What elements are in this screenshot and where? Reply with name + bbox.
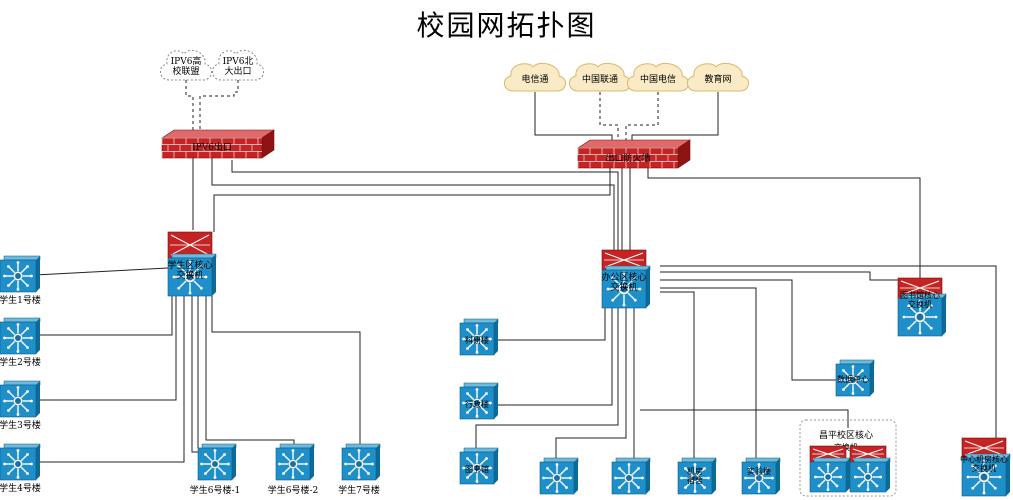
- office-core-switch[interactable]: [601, 249, 651, 309]
- center-core-switch[interactable]: [961, 437, 1011, 497]
- link-line: [494, 300, 606, 341]
- link-line: [640, 409, 849, 428]
- office-building-label-2: 行政楼: [465, 399, 489, 409]
- isp-cloud-2: 中国联通: [569, 62, 631, 92]
- link-line: [35, 296, 185, 463]
- office-building-switch-1[interactable]: [459, 318, 499, 356]
- changping-label: 昌平校区核心: [819, 429, 873, 441]
- student-building-label-2: 学生2号楼: [0, 356, 41, 368]
- office-bottom-switch-3[interactable]: [677, 457, 717, 495]
- link-line: [35, 296, 173, 336]
- student-core-switch[interactable]: [167, 231, 217, 297]
- student-core-switch-switch-body[interactable]: [167, 253, 217, 297]
- link-line: [660, 279, 838, 381]
- link-line: [191, 296, 212, 453]
- student-building-switch-1[interactable]: [0, 255, 41, 293]
- office-building-label-1: 科研楼: [465, 335, 489, 345]
- student-bottom-switch-1[interactable]: [197, 443, 237, 481]
- student-building-label-3: 学生3号楼: [0, 419, 41, 431]
- link-line: [205, 296, 295, 448]
- link-line: [35, 296, 177, 401]
- student-building-switch-2[interactable]: [0, 317, 41, 355]
- isp-cloud-4-label: 教育网: [704, 73, 731, 85]
- student-core-label: 学生区核心交换机: [167, 259, 212, 281]
- office-bottom-label-4: 实验楼: [747, 466, 771, 476]
- main-firewall[interactable]: [577, 139, 691, 169]
- link-line: [660, 287, 757, 462]
- changping-core-switch-2-switch-body[interactable]: [849, 457, 891, 493]
- ipv6-cloud-1-label: IPV6高校联盟: [171, 55, 202, 77]
- link-line: [199, 80, 239, 138]
- link-line: [494, 300, 613, 406]
- link-line: [213, 168, 611, 232]
- office-bottom-switch-2[interactable]: [611, 457, 651, 495]
- student-building-switch-3[interactable]: [0, 380, 41, 418]
- office-bottom-switch-1[interactable]: [539, 457, 579, 495]
- center-core-switch-switch-body[interactable]: [961, 453, 1011, 497]
- isp-cloud-3-label: 中国电信: [640, 73, 676, 85]
- changping-core-switch-1[interactable]: [809, 445, 851, 493]
- isp-cloud-1: 电信通: [504, 62, 566, 92]
- isp-cloud-4: 教育网: [687, 62, 749, 92]
- link-line: [647, 168, 921, 280]
- student-building-label-4: 学生4号楼: [0, 482, 41, 494]
- library-core-label: 图书馆核心交换机: [900, 290, 940, 309]
- ipv6-cloud-2-label: IPV6北大出口: [223, 56, 254, 77]
- link-line: [599, 92, 619, 148]
- changping-core-switch-1-switch-body[interactable]: [809, 457, 851, 493]
- ipv6-cloud-1: IPV6高校联盟: [160, 49, 212, 81]
- data-center-label: 数据中心: [837, 374, 869, 384]
- ipv6-cloud-2: IPV6北大出口: [212, 49, 264, 81]
- link-line: [211, 158, 615, 250]
- changping-core-switch-2[interactable]: [849, 445, 891, 493]
- isp-cloud-2-label: 中国联通: [582, 73, 618, 85]
- library-core-switch[interactable]: [897, 277, 947, 337]
- student-bottom-label-3: 学生7号楼: [338, 484, 380, 496]
- center-core-label: 中心机房核心交换机: [960, 454, 1008, 473]
- link-line: [660, 291, 695, 462]
- data-center-switch[interactable]: [835, 359, 875, 397]
- student-building-label-1: 学生1号楼: [0, 294, 41, 306]
- student-bottom-label-2: 学生6号楼-2: [268, 484, 319, 496]
- office-core-label: 办公区核心交换机: [601, 271, 646, 293]
- office-building-label-3: 图书馆: [465, 464, 489, 474]
- ipv6-firewall[interactable]: [161, 129, 275, 159]
- link-line: [660, 271, 898, 281]
- office-bottom-switch-4[interactable]: [741, 457, 781, 495]
- link-line: [475, 300, 619, 452]
- main-firewall-label: 出口防火墙: [605, 152, 650, 164]
- link-line: [34, 267, 169, 276]
- student-bottom-switch-2[interactable]: [275, 443, 315, 481]
- link-line: [231, 160, 619, 250]
- office-core-switch-switch-body[interactable]: [601, 265, 651, 309]
- link-line: [631, 92, 719, 148]
- office-bottom-label-3: 机房宿舍: [687, 466, 703, 485]
- diagram-title: 校园网拓扑图: [416, 9, 597, 42]
- office-building-switch-3[interactable]: [459, 447, 499, 485]
- student-bottom-label-1: 学生6号楼-1: [190, 484, 241, 496]
- office-building-switch-2[interactable]: [459, 382, 499, 420]
- link-line: [625, 92, 659, 148]
- changping-campus-group: [799, 419, 897, 497]
- ipv6-firewall-label: IPV6出口: [192, 141, 232, 153]
- library-core-switch-switch-body[interactable]: [897, 293, 947, 337]
- link-line: [660, 265, 997, 438]
- link-line: [211, 296, 361, 448]
- link-line: [185, 80, 194, 138]
- isp-cloud-1-label: 电信通: [521, 73, 548, 85]
- student-building-switch-4[interactable]: [0, 443, 41, 481]
- link-line: [555, 300, 627, 462]
- student-bottom-switch-3[interactable]: [341, 443, 381, 481]
- isp-cloud-3: 中国电信: [627, 62, 689, 92]
